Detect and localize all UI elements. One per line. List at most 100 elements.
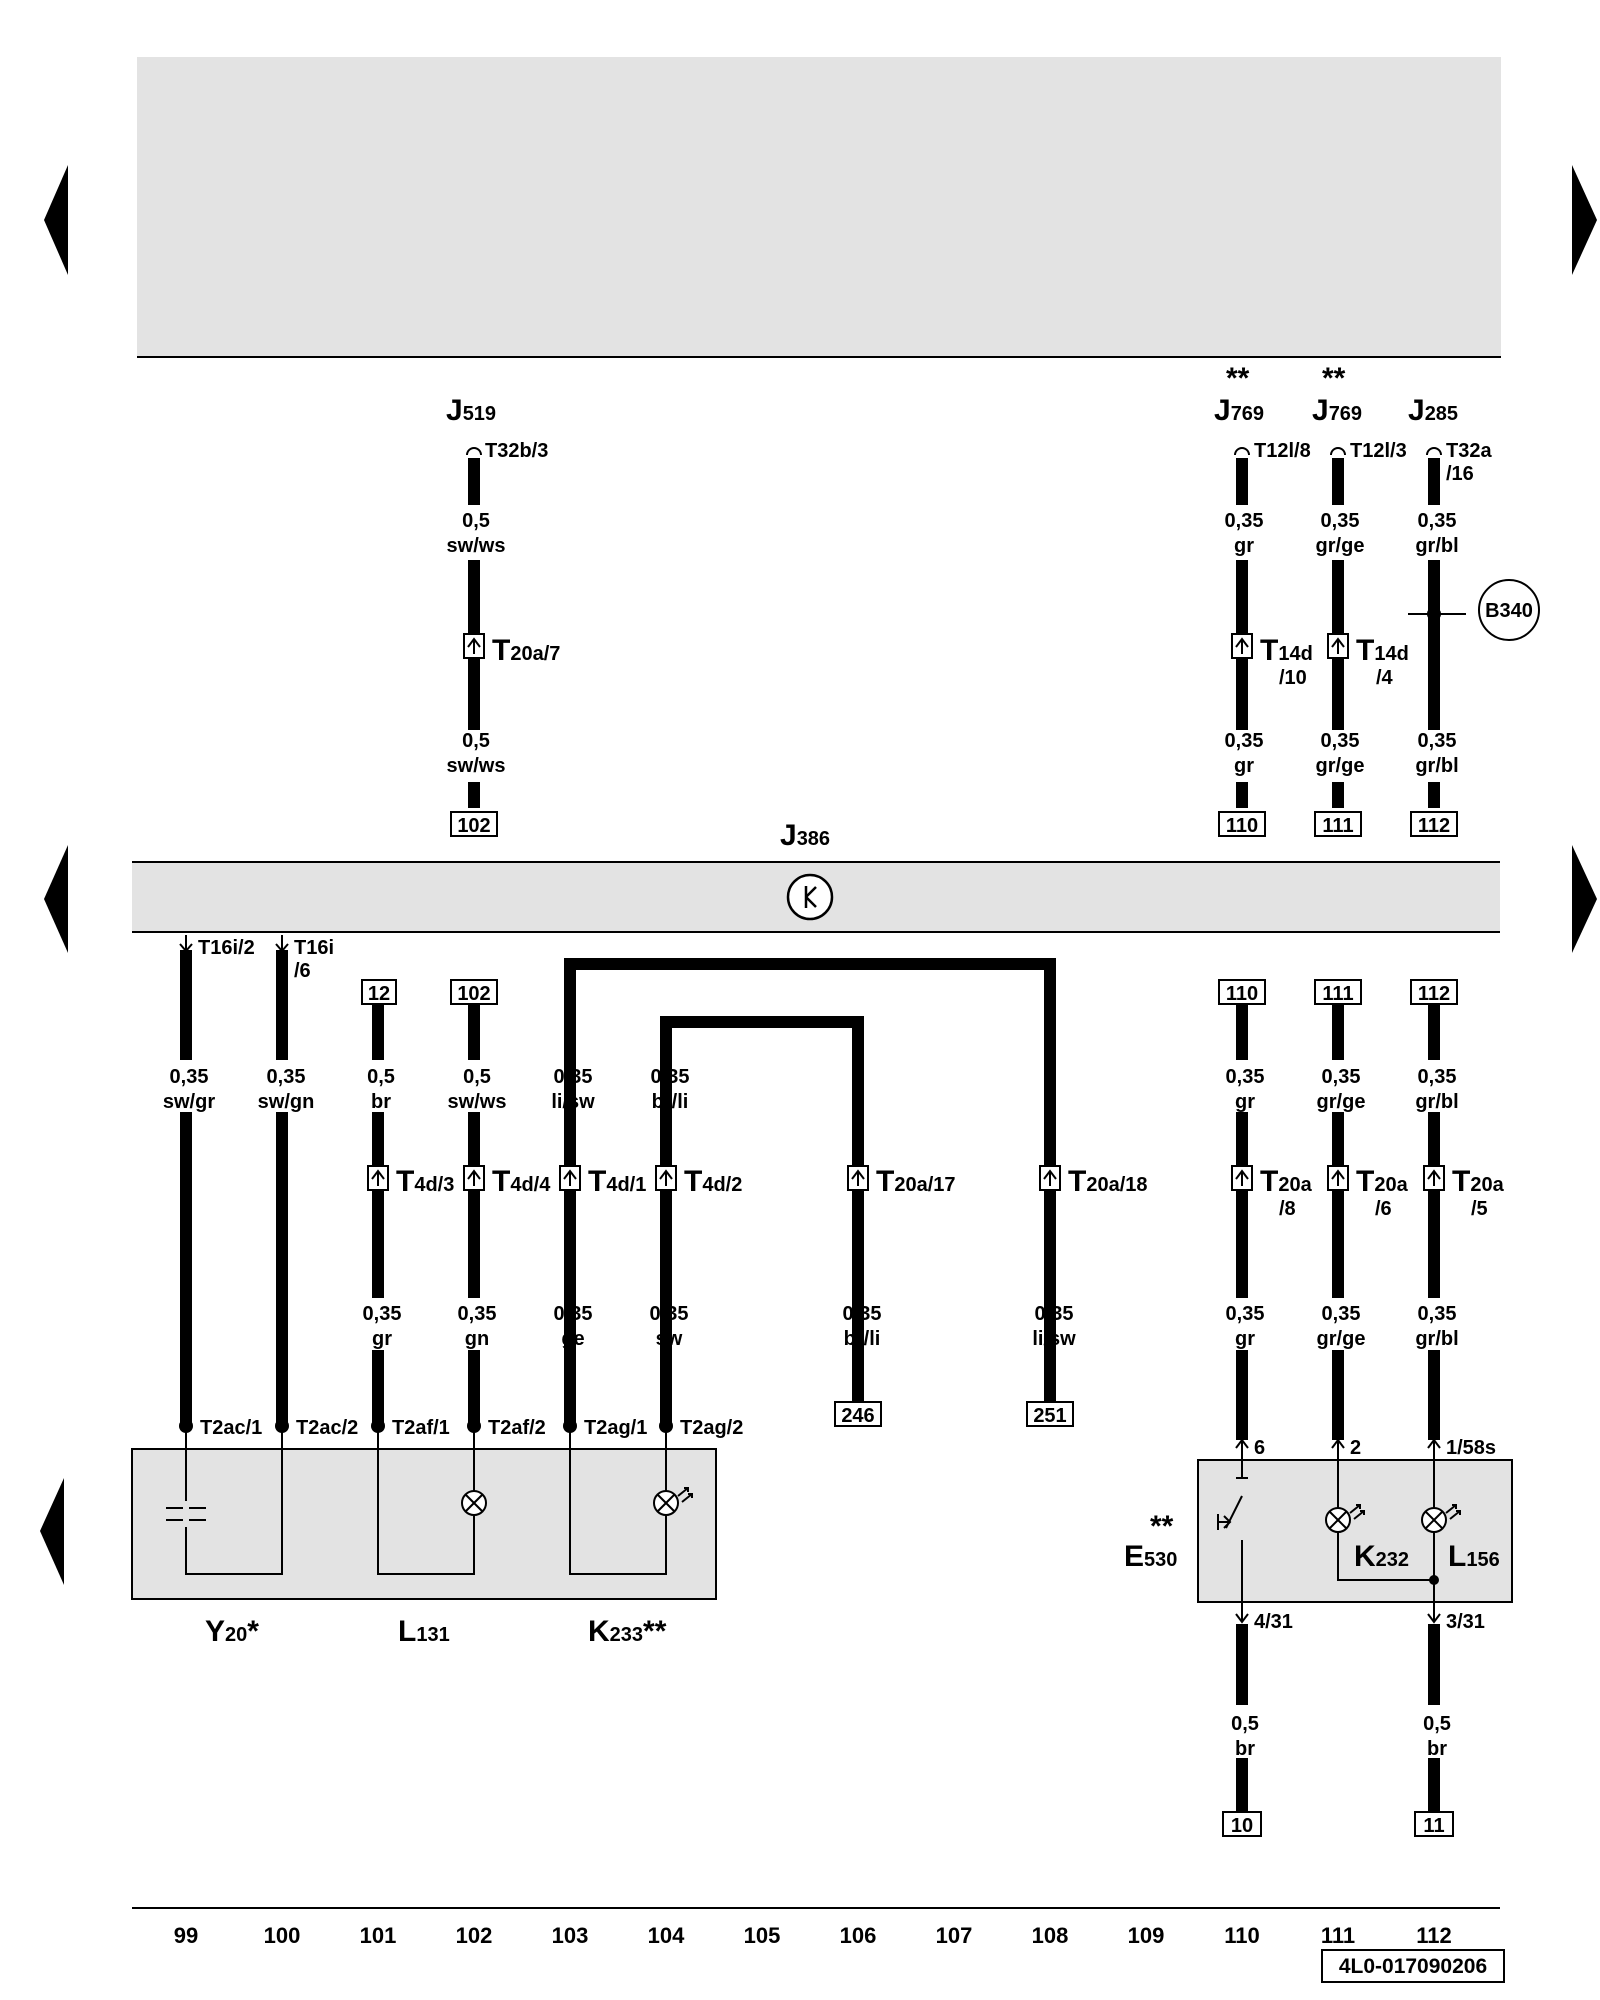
connector-t20a7: T20a/7 bbox=[492, 634, 560, 667]
connector-t16i6-pin: /6 bbox=[294, 960, 311, 982]
component-j386: J386 bbox=[780, 819, 830, 852]
left-component-box bbox=[131, 1448, 717, 1600]
bridge-wires bbox=[564, 958, 1056, 1360]
connector-t32b3: T32b/3 bbox=[485, 440, 548, 462]
track-number: 105 bbox=[744, 1923, 781, 1948]
component-k232: K232 bbox=[1354, 1540, 1409, 1573]
prev-page-arrow-icon[interactable] bbox=[44, 165, 68, 275]
svg-text:0,35: 0,35 bbox=[1226, 1066, 1265, 1088]
svg-text:br: br bbox=[371, 1091, 391, 1113]
connector-t20a8: T20a bbox=[1260, 1165, 1313, 1198]
svg-text:gr/bl: gr/bl bbox=[1415, 755, 1458, 777]
track-number: 107 bbox=[936, 1923, 973, 1948]
svg-text:li/sw: li/sw bbox=[551, 1091, 595, 1113]
ground-wire-labels: 0,5 br 0,5 br bbox=[1231, 1713, 1451, 1760]
pin-1-58s: 1/58s bbox=[1446, 1437, 1496, 1459]
connector-t20a6: T20a bbox=[1356, 1165, 1409, 1198]
pin-2: 2 bbox=[1350, 1437, 1361, 1459]
connector-t12l3: T12l/3 bbox=[1350, 440, 1407, 462]
svg-text:0,35: 0,35 bbox=[1418, 510, 1457, 532]
svg-text:gr/ge: gr/ge bbox=[1316, 535, 1365, 557]
middle-inline-arrows bbox=[371, 1169, 1441, 1186]
doc-id-box bbox=[1321, 1949, 1505, 1983]
pin-4-31: 4/31 bbox=[1254, 1611, 1293, 1633]
svg-text:0,35: 0,35 bbox=[650, 1303, 689, 1325]
component-l131: L131 bbox=[398, 1615, 450, 1648]
e530-star: ** bbox=[1150, 1510, 1174, 1543]
connector-t32a-pin: /16 bbox=[1446, 463, 1474, 485]
svg-text:0,35: 0,35 bbox=[1225, 730, 1264, 752]
track-number: 109 bbox=[1128, 1923, 1165, 1948]
svg-text:sw/ws: sw/ws bbox=[447, 535, 506, 557]
track-number: 112 bbox=[1416, 1923, 1452, 1948]
svg-text:0,35: 0,35 bbox=[1322, 1303, 1361, 1325]
svg-text:br/li: br/li bbox=[652, 1091, 689, 1113]
svg-text:0,5: 0,5 bbox=[462, 730, 490, 752]
lamp-icon bbox=[461, 1490, 487, 1516]
connector-t20a5: T20a bbox=[1452, 1165, 1505, 1198]
svg-text:111: 111 bbox=[1322, 815, 1353, 837]
b340-node bbox=[1427, 607, 1441, 621]
connector-t14d4-pin: /4 bbox=[1376, 667, 1394, 689]
svg-text:gr/ge: gr/ge bbox=[1316, 755, 1365, 777]
component-j285: J285 bbox=[1408, 394, 1458, 427]
track-number: 100 bbox=[264, 1923, 301, 1948]
component-j519: J519 bbox=[446, 394, 496, 427]
prev-page-arrow-icon[interactable] bbox=[44, 845, 68, 953]
svg-text:102: 102 bbox=[457, 815, 490, 837]
connector-t2ac2: T2ac/2 bbox=[296, 1417, 358, 1439]
svg-text:0,35: 0,35 bbox=[1418, 1066, 1457, 1088]
transistor-icon bbox=[804, 886, 817, 908]
next-page-arrow-icon[interactable] bbox=[1572, 845, 1597, 953]
top-panel bbox=[137, 57, 1501, 357]
svg-text:ge: ge bbox=[561, 1328, 584, 1350]
next-page-arrow-icon[interactable] bbox=[1572, 165, 1597, 275]
svg-text:gn: gn bbox=[465, 1328, 489, 1350]
top-reference-labels: 102 110 111 112 bbox=[457, 815, 1450, 837]
svg-text:0,35: 0,35 bbox=[1226, 1303, 1265, 1325]
ground-reference-labels: 10 11 bbox=[1231, 1815, 1445, 1837]
track-number: 101 bbox=[360, 1923, 397, 1948]
svg-text:gr/bl: gr/bl bbox=[1415, 1091, 1458, 1113]
svg-text:0,35: 0,35 bbox=[1321, 510, 1360, 532]
ground-reference-boxes bbox=[1222, 1811, 1454, 1837]
svg-text:gr/ge: gr/ge bbox=[1317, 1091, 1366, 1113]
svg-text:0,35: 0,35 bbox=[267, 1066, 306, 1088]
svg-text:gr/ge: gr/ge bbox=[1317, 1328, 1366, 1350]
connector-t16i2: T16i/2 bbox=[198, 937, 255, 959]
svg-text:112: 112 bbox=[1418, 815, 1450, 837]
left-box-pin-dots bbox=[179, 1419, 673, 1433]
svg-text:0,35: 0,35 bbox=[1418, 1303, 1457, 1325]
lamp-icon bbox=[1325, 1504, 1365, 1533]
prev-page-arrow-icon[interactable] bbox=[40, 1478, 64, 1585]
svg-text:11: 11 bbox=[1423, 1815, 1444, 1837]
component-k233: K233** bbox=[588, 1615, 667, 1648]
j769a-star: ** bbox=[1226, 362, 1250, 395]
svg-text:112: 112 bbox=[1418, 983, 1450, 1005]
svg-text:0,35: 0,35 bbox=[1035, 1303, 1074, 1325]
svg-text:0,5: 0,5 bbox=[367, 1066, 395, 1088]
pin-3-31: 3/31 bbox=[1446, 1611, 1485, 1633]
connector-t20a18: T20a/18 bbox=[1068, 1165, 1148, 1198]
svg-text:0,35: 0,35 bbox=[1418, 730, 1457, 752]
top-wires bbox=[468, 458, 1440, 808]
connector-t4d3: T4d/3 bbox=[396, 1165, 454, 1198]
connector-t2ac1: T2ac/1 bbox=[200, 1417, 262, 1439]
svg-text:110: 110 bbox=[1226, 983, 1258, 1005]
component-j769: J769 bbox=[1214, 394, 1264, 427]
svg-text:gr: gr bbox=[1234, 755, 1254, 777]
track-number: 108 bbox=[1032, 1923, 1069, 1948]
right-box-pin-arrows bbox=[1235, 1438, 1441, 1624]
svg-text:0,35: 0,35 bbox=[458, 1303, 497, 1325]
component-j769: J769 bbox=[1312, 394, 1362, 427]
svg-text:110: 110 bbox=[1226, 815, 1258, 837]
top-inline-arrows bbox=[467, 637, 1345, 654]
connector-t16i6: T16i bbox=[294, 937, 334, 959]
svg-text:sw: sw bbox=[656, 1328, 683, 1350]
middle-wire-labels-lower: 0,35 gr 0,35 gn 0,35 ge 0,35 sw 0,35 br/… bbox=[363, 1303, 1459, 1350]
led-icon bbox=[653, 1487, 693, 1516]
middle-reference-boxes bbox=[361, 979, 1458, 1427]
connector-t14d4: T14d bbox=[1356, 634, 1409, 667]
top-connector-tips bbox=[466, 447, 1442, 456]
